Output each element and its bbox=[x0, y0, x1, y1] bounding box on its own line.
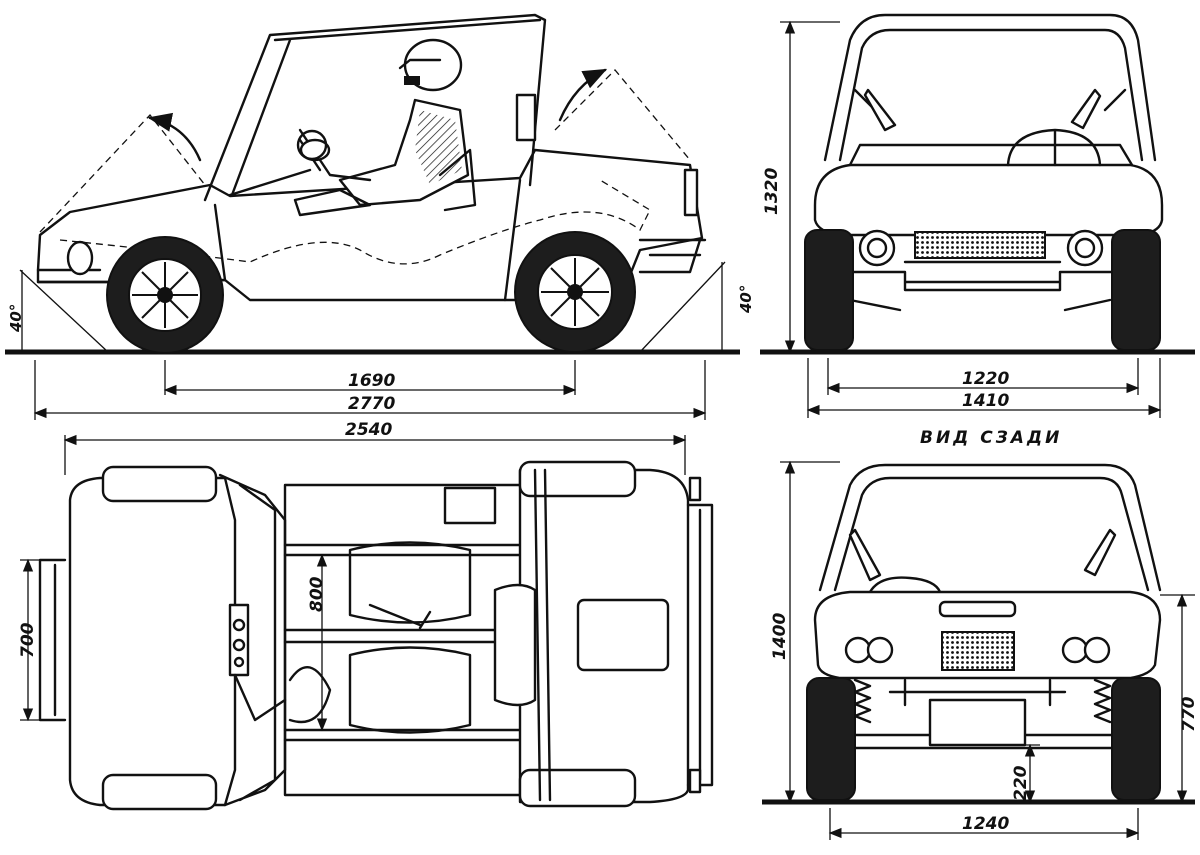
front-height-label: 1320 bbox=[762, 168, 782, 215]
side-front-wheel bbox=[106, 236, 224, 354]
front-suspension bbox=[848, 260, 1117, 312]
side-door-line bbox=[213, 178, 522, 302]
front-dimensions bbox=[780, 20, 1162, 418]
top-seat-lower bbox=[348, 646, 472, 734]
rear-view-caption: ВИД СЗАДИ bbox=[920, 428, 1062, 448]
approach-angle-line bbox=[19, 269, 109, 353]
rear-mid-height-label: 770 bbox=[1179, 696, 1199, 732]
top-rear-frame bbox=[533, 468, 552, 802]
rear-grille bbox=[941, 631, 1015, 671]
top-front-body bbox=[68, 476, 237, 807]
rear-coil-left bbox=[853, 678, 872, 724]
side-roll-cage bbox=[203, 13, 547, 202]
rear-plate-recess bbox=[938, 600, 1017, 618]
rear-steering-wheel bbox=[868, 576, 942, 594]
side-headlight bbox=[66, 240, 94, 276]
rear-track-label: 1240 bbox=[962, 814, 1009, 834]
top-seat-span-label: 800 bbox=[307, 576, 327, 612]
rear-light-l1 bbox=[844, 636, 872, 664]
overall-length-label: 2770 bbox=[348, 394, 395, 414]
side-rear-bumper bbox=[638, 238, 707, 274]
wheelbase-label: 1690 bbox=[348, 371, 395, 391]
side-driver bbox=[228, 38, 477, 217]
side-rear-open bbox=[554, 69, 691, 161]
top-fender-rr bbox=[518, 768, 637, 808]
side-rear-wheel bbox=[514, 231, 636, 353]
rear-view: ВИД СЗАДИ bbox=[762, 428, 1199, 840]
side-exhaust bbox=[683, 168, 699, 217]
rear-height-label: 1400 bbox=[770, 613, 790, 660]
front-view: 1320 1220 1410 bbox=[760, 13, 1195, 418]
front-steering-wheel bbox=[1006, 128, 1102, 167]
rear-ground-clearance-label: 220 bbox=[1011, 765, 1031, 801]
approach-angle-label: 40° bbox=[7, 304, 25, 333]
rear-tire-right bbox=[1111, 677, 1161, 801]
rear-mirror-right bbox=[1083, 528, 1117, 577]
side-front-bumper bbox=[36, 268, 112, 284]
front-cockpit bbox=[848, 143, 1134, 167]
rear-bumper-frame bbox=[888, 678, 1067, 707]
rear-light-l2 bbox=[866, 636, 894, 664]
front-mirror-right bbox=[1070, 88, 1102, 130]
top-engine-hatch bbox=[576, 598, 670, 672]
top-steering-column bbox=[233, 673, 287, 722]
front-overall-width-label: 1410 bbox=[962, 391, 1009, 411]
top-fender-fl bbox=[101, 465, 218, 503]
rear-light-r1 bbox=[1061, 636, 1089, 664]
rear-tire-left bbox=[806, 677, 856, 801]
departure-angle-line bbox=[639, 261, 726, 353]
front-roll-cage bbox=[823, 13, 1157, 162]
top-fender-rl bbox=[518, 460, 637, 498]
top-gear-lever bbox=[368, 603, 432, 630]
top-fuel-cap bbox=[443, 486, 497, 525]
front-mirror-left bbox=[863, 88, 897, 132]
side-view: 40° 40° 1690 2770 bbox=[5, 13, 755, 420]
top-exhaust-left bbox=[493, 583, 537, 707]
top-dimensions bbox=[20, 434, 687, 732]
rear-mirror-left bbox=[848, 528, 882, 582]
top-fender-fr bbox=[101, 773, 218, 811]
top-cross-members bbox=[283, 543, 537, 742]
side-dimensions bbox=[33, 360, 707, 420]
top-bumper-width-label: 700 bbox=[18, 622, 38, 658]
departure-angle-label: 40° bbox=[737, 285, 755, 314]
side-hood-arrow bbox=[147, 112, 202, 162]
front-tire-right bbox=[1111, 229, 1161, 351]
rear-roll-cage bbox=[818, 463, 1162, 592]
front-track-label: 1220 bbox=[962, 369, 1009, 389]
front-body bbox=[813, 163, 1164, 237]
top-steering-wheel bbox=[288, 665, 332, 724]
top-view: 2540 700 800 bbox=[18, 420, 714, 811]
rear-differential bbox=[928, 698, 1027, 747]
front-tire-left bbox=[804, 229, 854, 351]
top-tail-light bbox=[688, 476, 702, 502]
rear-coil-right bbox=[1093, 678, 1112, 724]
top-length-label: 2540 bbox=[345, 420, 392, 440]
rear-light-r2 bbox=[1083, 636, 1111, 664]
side-rear-light bbox=[515, 93, 537, 142]
rear-dimensions bbox=[780, 460, 1195, 840]
front-grille bbox=[914, 231, 1046, 259]
top-rear-bumper bbox=[686, 503, 714, 787]
top-front-bumper bbox=[38, 558, 67, 722]
side-rear-arrow bbox=[558, 68, 608, 122]
top-tail-light-2 bbox=[688, 768, 702, 794]
top-seat-upper bbox=[348, 541, 472, 624]
